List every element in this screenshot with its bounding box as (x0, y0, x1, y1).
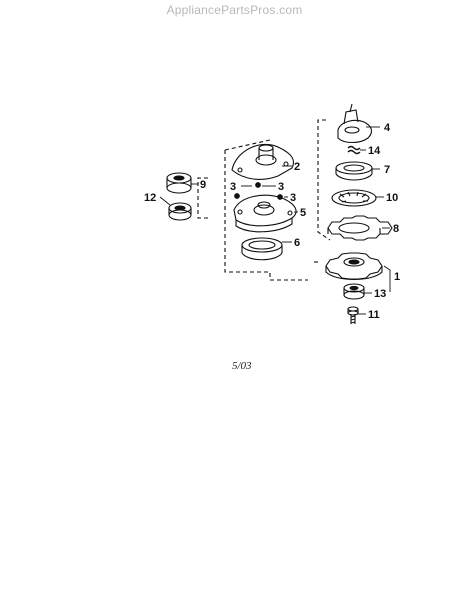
bracket-right-group (314, 119, 331, 263)
part-5-lower-plate (233, 194, 297, 233)
leader-lines (159, 126, 391, 315)
callout-1: 1 (394, 271, 400, 283)
callout-14: 14 (368, 145, 381, 157)
callout-3-right: 3 (290, 192, 296, 204)
part-9-bushing (166, 172, 192, 194)
bracket-left-group (197, 177, 208, 219)
part-10-snap-ring (331, 189, 377, 207)
part-12-bearing (168, 202, 192, 221)
callout-3-left: 3 (230, 181, 236, 193)
callout-10: 10 (386, 192, 398, 204)
part-8-gear-ring (327, 215, 393, 241)
part-3-screws (234, 182, 283, 200)
callout-5: 5 (300, 207, 306, 219)
callout-12: 12 (144, 192, 156, 204)
callout-11: 11 (368, 309, 380, 321)
callout-labels: 1 2 3 3 3 4 5 6 7 8 9 10 11 12 13 14 (144, 122, 400, 321)
part-13-bearing (343, 283, 365, 300)
part-2-housing-plate (231, 143, 295, 180)
part-4-cam (337, 103, 373, 144)
callout-8: 8 (393, 223, 399, 235)
part-14-spring (347, 145, 361, 155)
callout-6: 6 (294, 237, 300, 249)
watermark-text: AppliancePartsPros.com (166, 3, 303, 17)
bracket-center-group (224, 139, 308, 281)
callout-4: 4 (384, 122, 391, 134)
callout-7: 7 (384, 164, 390, 176)
callout-2: 2 (294, 161, 300, 173)
callout-9: 9 (200, 179, 206, 191)
date-code: 5/03 (232, 360, 252, 372)
callout-13: 13 (374, 288, 386, 300)
part-1-housing (325, 252, 383, 280)
part-7-race (335, 161, 373, 181)
part-11-bolt (347, 306, 359, 324)
callout-3-mid: 3 (278, 181, 284, 193)
part-6-seal (241, 237, 283, 261)
